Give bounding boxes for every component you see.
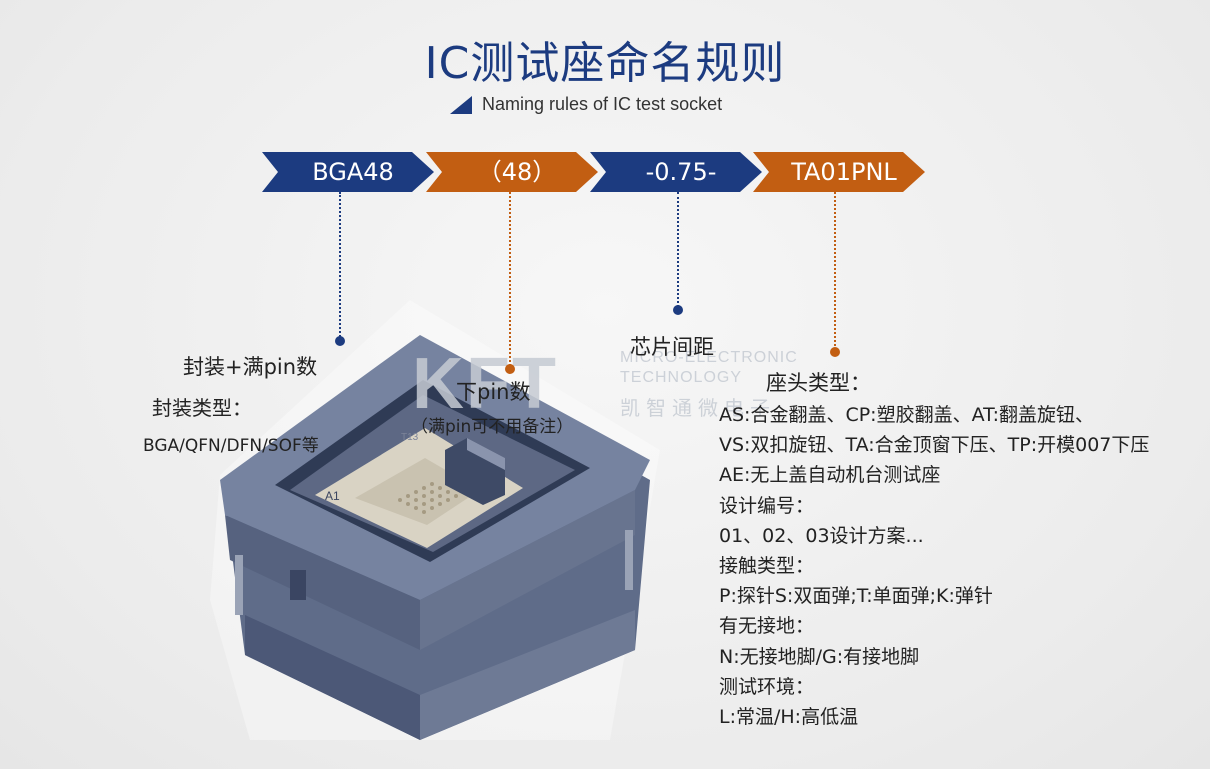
segment-lower-pins: （48） — [426, 152, 598, 192]
head-detail-line: 设计编号： — [719, 494, 815, 517]
leader-dot-lower-pins — [505, 364, 515, 374]
segment-head-label: TA01PNL — [791, 158, 897, 186]
head-detail-line: L:常温/H:高低温 — [719, 706, 859, 729]
segment-pitch-label: -0.75- — [645, 158, 717, 186]
head-detail-line: AS:合金翻盖、CP:塑胶翻盖、AT:翻盖旋钮、 — [719, 404, 1095, 426]
head-detail-line: P:探针S:双面弹;T:单面弹;K:弹针 — [719, 585, 993, 608]
leader-line-pitch — [677, 192, 679, 307]
subtitle-triangle-icon — [450, 96, 472, 114]
segment-head: TA01PNL — [753, 152, 925, 192]
leader-dot-head — [830, 347, 840, 357]
head-detail-line: VS:双扣旋钮、TA:合金顶窗下压、TP:开模007下压 — [719, 434, 1150, 457]
label-lower-pins: 下pin数 — [456, 380, 531, 404]
label-lower-pins-note: （满pin可不用备注） — [411, 417, 574, 437]
segment-package: BGA48 — [262, 152, 434, 192]
head-detail-line: 接触类型： — [719, 555, 815, 578]
head-detail-line: 有无接地： — [719, 615, 815, 638]
leader-line-head — [834, 192, 836, 350]
socket-image: A1 T13 — [205, 300, 665, 740]
watermark-line1: MICRO-ELECTRONIC — [620, 349, 798, 366]
label-package-pins: 封装+满pin数 — [183, 355, 318, 379]
head-detail-line: 测试环境： — [719, 675, 815, 698]
a1-mark: A1 — [325, 489, 340, 503]
leader-line-lower-pins — [509, 192, 511, 366]
watermark-line2: TECHNOLOGY — [620, 369, 743, 386]
head-detail-line: AE:无上盖自动机台测试座 — [719, 464, 941, 487]
leader-line-package — [339, 192, 341, 337]
label-package-types: BGA/QFN/DFN/SOF等 — [143, 436, 319, 456]
head-detail-line: 01、02、03设计方案... — [719, 524, 924, 547]
page-title: IC测试座命名规则 — [424, 38, 786, 89]
pin-mark: T13 — [401, 432, 419, 443]
label-package-type-title: 封装类型： — [152, 396, 252, 420]
watermark-cn: 凯智通微电子 — [620, 396, 776, 420]
segment-package-label: BGA48 — [312, 158, 394, 186]
leader-dot-pitch — [673, 305, 683, 315]
segment-pitch: -0.75- — [590, 152, 762, 192]
segment-lower-pins-label: （48） — [477, 158, 557, 186]
head-details-list: AS:合金翻盖、CP:塑胶翻盖、AT:翻盖旋钮、 VS:双扣旋钮、TA:合金顶窗… — [719, 400, 1149, 732]
watermark-logo: KFT — [412, 344, 558, 424]
head-detail-line: N:无接地脚/G:有接地脚 — [719, 645, 920, 668]
page-subtitle: Naming rules of IC test socket — [482, 94, 723, 114]
watermark-en: MICRO-ELECTRONIC TECHNOLOGY — [620, 348, 798, 388]
leader-dot-package — [335, 336, 345, 346]
label-head-type-title: 座头类型： — [766, 371, 871, 395]
label-pitch: 芯片间距 — [630, 335, 714, 359]
